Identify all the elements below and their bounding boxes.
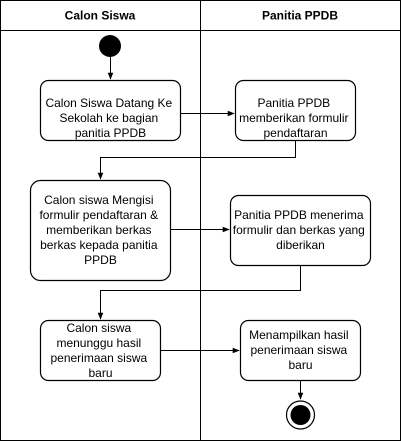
activity-label-menunggu-hasil: Calon siswa menunggu hasil penerimaan si… — [50, 321, 150, 380]
lane-title-panitia-ppdb: Panitia PPDB — [262, 9, 338, 23]
edge-memberikan-to-mengisi — [97, 140, 296, 180]
activity-label-mengisi-formulir: Calon siswa Mengisi formulir pendaftaran… — [39, 193, 161, 267]
activity-label-memberikan-formulir: Panitia PPDB memberikan formulir pendaft… — [239, 96, 352, 140]
activity-label-menampilkan-hasil: Menampilkan hasil penerimaan siswa baru — [249, 328, 352, 372]
activity-label-menerima-formulir: Panitia PPDB menerima formulir dan berka… — [233, 208, 368, 252]
activity-datang-ke-sekolah — [39, 79, 182, 142]
activity-label-datang-ke-sekolah: Calon Siswa Datang Ke Sekolah ke bagian … — [45, 96, 175, 140]
lane-title-calon-siswa: Calon Siswa — [65, 9, 136, 23]
activity-mengisi-formulir — [29, 179, 172, 282]
start-node — [99, 35, 121, 57]
end-node-inner — [290, 405, 311, 425]
edge-menerima-to-menunggu — [97, 265, 301, 320]
